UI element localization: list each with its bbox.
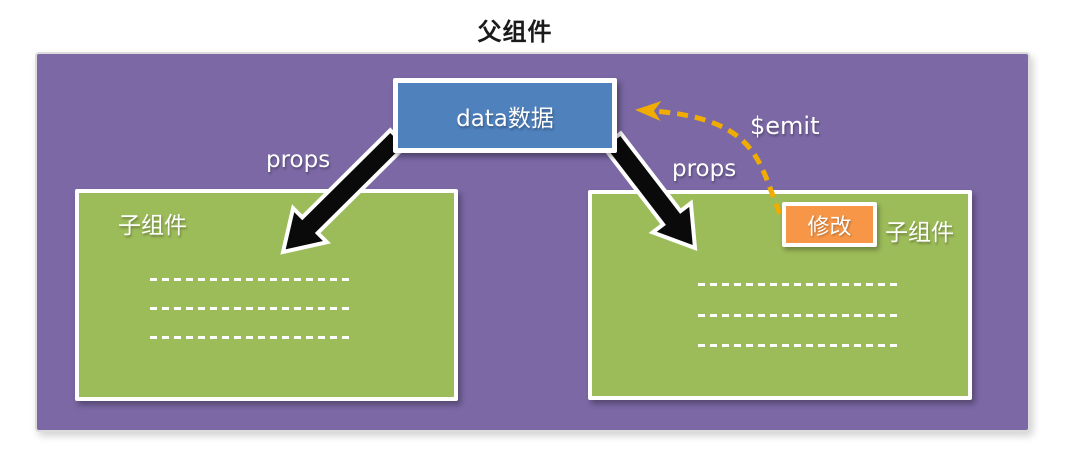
data-box-label: data数据: [456, 105, 554, 132]
modify-box: 修改: [782, 202, 877, 247]
props-label-left: props: [266, 147, 331, 173]
parent-component-title: 父组件: [477, 18, 553, 46]
emit-label: $emit: [750, 112, 820, 140]
left-child-title: 子组件: [118, 213, 187, 239]
placeholder-line: [150, 336, 353, 339]
placeholder-line: [150, 307, 353, 310]
placeholder-line: [698, 344, 901, 347]
right-child-title: 子组件: [885, 220, 954, 246]
placeholder-line: [150, 278, 353, 281]
data-box: data数据: [393, 78, 617, 153]
modify-box-label: 修改: [807, 214, 852, 240]
props-label-right: props: [672, 156, 737, 182]
placeholder-line: [698, 314, 901, 317]
placeholder-line: [698, 283, 901, 286]
